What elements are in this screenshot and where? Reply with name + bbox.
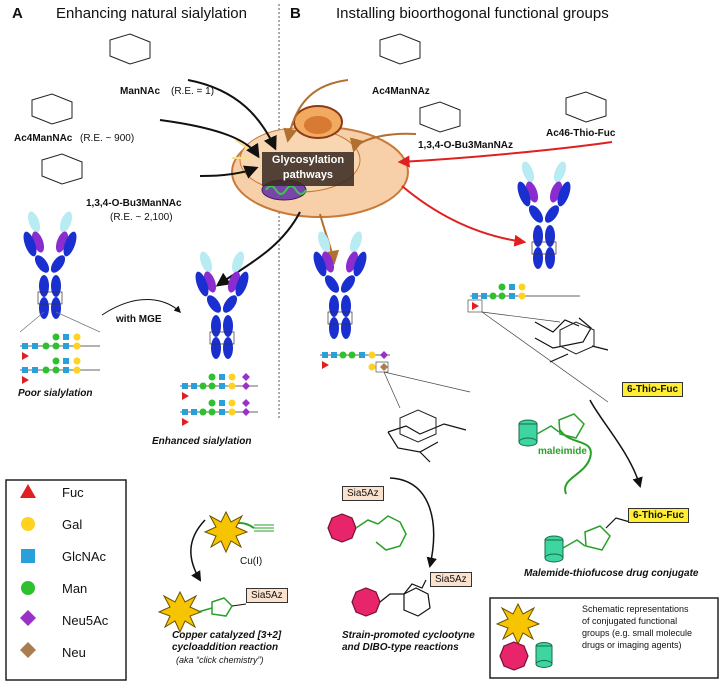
- legend-man-icon: [21, 581, 35, 595]
- sia5az-tag: Sia5Az: [342, 486, 384, 501]
- poor-sialylation-label: Poor sialylation: [18, 388, 93, 399]
- conjugate-drawing: [544, 509, 639, 563]
- sia5az-tag-copper: Sia5Az: [246, 588, 288, 603]
- with-mge-label: with MGE: [116, 314, 162, 325]
- manac-re: (R.E. = 1): [171, 86, 215, 97]
- copper-caption-line2: cycloaddition reaction: [172, 642, 279, 653]
- enhanced-sialylation-label: Enhanced sialylation: [152, 436, 252, 447]
- maleimide-label: maleimide: [538, 446, 587, 457]
- legend-neu-icon: [20, 642, 36, 658]
- legend-gal-icon: [21, 517, 35, 531]
- legend-glcnac-label: GlcNAc: [62, 549, 107, 564]
- strain-caption-line2: and DIBO-type reactions: [342, 642, 459, 653]
- schematic-line3: groups (e.g. small molecule: [582, 628, 693, 638]
- legend-neu5ac-icon: [20, 610, 36, 626]
- ac4manac-name: Ac4ManNAc: [14, 133, 73, 144]
- legend-fuc-icon: [20, 484, 36, 498]
- schematic-star: [495, 602, 541, 646]
- maleimide-drawing: [518, 413, 585, 447]
- panel-a-heading: Enhancing natural sialylation: [56, 5, 247, 22]
- panel-b-letter: B: [290, 5, 301, 22]
- thiofuc-tag: 6-Thio-Fuc: [622, 382, 684, 397]
- cell-label-line2: pathways: [282, 169, 334, 181]
- cell-label-line1: Glycosylation: [271, 154, 345, 166]
- panel-a-letter: A: [12, 5, 23, 22]
- octagon-upper: [327, 513, 407, 551]
- strain-caption-line1: Strain-promoted cyclootyne: [342, 630, 475, 641]
- manac-name: ManNAc: [120, 86, 161, 97]
- schematic-octagon: [499, 641, 529, 671]
- schematic-line4: drugs or imaging agents): [582, 640, 682, 650]
- octagon-lower: [351, 587, 381, 617]
- schematic-line2: of conjugated functional: [582, 616, 678, 626]
- legend-neu5ac-label: Neu5Ac: [62, 613, 109, 628]
- legend-gal-label: Gal: [62, 517, 83, 532]
- maleimide-conjugate-label: Malemide-thiofucose drug conjugate: [524, 568, 699, 579]
- legend-fuc-label: Fuc: [62, 485, 84, 500]
- panel-b-heading: Installing bioorthogonal functional grou…: [336, 5, 609, 22]
- thiofuc-name: Ac46-Thio-Fuc: [546, 128, 616, 139]
- legend-glcnac-icon: [21, 549, 35, 563]
- ac4manaz-name: Ac4ManNAz: [372, 86, 430, 97]
- legend-neu-label: Neu: [62, 645, 86, 660]
- bu3manac-re: (R.E. ~ 2,100): [110, 212, 173, 223]
- schematic-cylinder: [535, 642, 553, 668]
- cu-label: Cu(I): [240, 556, 263, 567]
- schematic-line1: Schematic representations: [582, 604, 689, 614]
- sia5az-tag-strain: Sia5Az: [430, 572, 472, 587]
- star-upper: [203, 510, 249, 554]
- star-lower: [157, 590, 203, 634]
- bu3manac-name: 1,3,4-O-Bu3ManNAc: [86, 198, 182, 209]
- thiofuc-tag-conjugate: 6-Thio-Fuc: [628, 508, 690, 523]
- copper-caption-line3: (aka “click chemistry”): [176, 655, 264, 665]
- bu3manaz-name: 1,3,4-O-Bu3ManNAz: [418, 140, 514, 151]
- ac4manac-re: (R.E. ~ 900): [80, 133, 135, 144]
- legend-man-label: Man: [62, 581, 88, 596]
- copper-caption-line1: Copper catalyzed [3+2]: [172, 630, 282, 641]
